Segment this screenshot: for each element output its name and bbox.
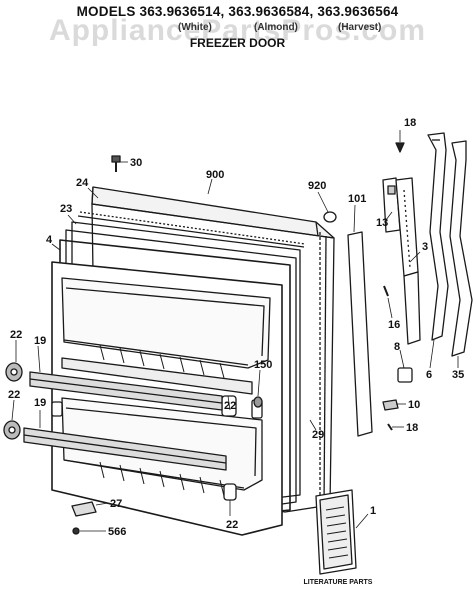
screw-16: [383, 285, 389, 297]
callout-22-mid: 22: [224, 400, 236, 412]
callout-29: 29: [312, 429, 324, 441]
diagram-title: MODELS 363.9636514, 363.9636584, 363.963…: [76, 4, 399, 19]
callout-22-left-top: 22: [10, 329, 22, 341]
shelf-rail-upper: [29, 371, 223, 411]
clip-27: [71, 501, 97, 517]
callout-27: 27: [110, 498, 122, 510]
door-handle-6: [427, 132, 449, 341]
literature-parts-label: LITERATURE PARTS: [304, 579, 373, 586]
shelf-end-cap-bottom: [223, 483, 237, 501]
shelf-end-cap-left-upper: [5, 362, 23, 382]
screw-18-top: [395, 142, 405, 153]
callout-150: 150: [254, 359, 272, 371]
callout-8: 8: [394, 341, 400, 353]
callout-23: 23: [60, 203, 72, 215]
callout-19-top: 19: [34, 335, 46, 347]
callout-101: 101: [348, 193, 366, 205]
clip-150: [253, 396, 263, 408]
screw-566: [72, 527, 80, 535]
callout-10: 10: [408, 399, 420, 411]
variant-almond-label: (Almond): [254, 22, 298, 33]
callout-4: 4: [46, 234, 53, 246]
door-strip: [347, 231, 373, 437]
screw-18-bottom: [387, 423, 393, 431]
callout-leader-lines: [11, 130, 459, 532]
callout-22-left-bottom: 22: [8, 389, 20, 401]
variant-white-label: (White): [178, 22, 212, 33]
callout-18-bottom: 18: [406, 422, 418, 434]
screw-30: [111, 155, 121, 172]
callout-13: 13: [376, 217, 388, 229]
literature-pamphlet: [315, 489, 357, 575]
callout-35: 35: [452, 369, 464, 381]
callout-18-top: 18: [404, 117, 416, 129]
variant-harvest-label: (Harvest): [338, 22, 382, 33]
clip-10: [382, 399, 399, 411]
callout-30: 30: [130, 157, 142, 169]
plug-920: [323, 211, 337, 223]
callout-16: 16: [388, 319, 400, 331]
callout-24: 24: [76, 177, 89, 189]
shelf-end-cap-left-lower: [3, 420, 21, 440]
callout-19-bottom: 19: [34, 397, 46, 409]
shelf-rail-lower: [23, 427, 227, 471]
callout-22-bottom: 22: [226, 519, 238, 531]
diagram-subtitle: FREEZER DOOR: [189, 36, 286, 50]
door-handle-support: [395, 177, 421, 383]
callout-920: 920: [308, 180, 326, 192]
callout-900: 900: [206, 169, 224, 181]
callout-566: 566: [108, 526, 126, 538]
door-handle-35: [449, 140, 473, 357]
callout-3: 3: [422, 241, 428, 253]
callout-1: 1: [370, 505, 376, 517]
callout-6: 6: [426, 369, 432, 381]
